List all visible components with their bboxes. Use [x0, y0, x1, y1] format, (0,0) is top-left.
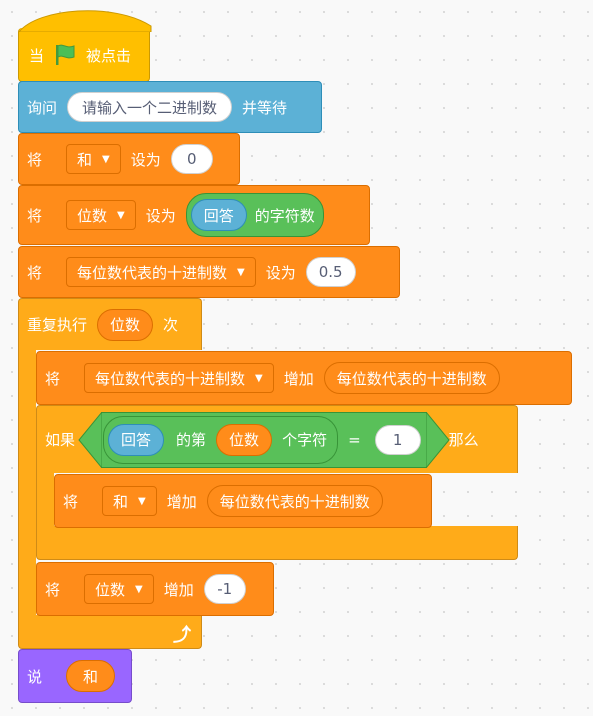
change-digits-label: 将 — [45, 580, 61, 599]
change-digits-block[interactable]: 将 位数 ▼ 增加 -1 — [36, 562, 274, 616]
change-place-label: 将 — [45, 369, 61, 388]
if-footer — [36, 526, 518, 560]
repeat-times-reporter[interactable]: 位数 — [97, 308, 154, 341]
green-flag-icon[interactable] — [54, 43, 76, 67]
place-value-reporter[interactable]: 每位数代表的十进制数 — [206, 485, 383, 517]
change-sum-block[interactable]: 将 和 ▼ 增加 每位数代表的十进制数 — [54, 474, 432, 528]
hex-right-cap — [425, 411, 450, 468]
change-place-value-block[interactable]: 将 每位数代表的十进制数 ▼ 增加 每位数代表的十进制数 — [36, 351, 572, 405]
answer-reporter[interactable]: 回答 — [108, 423, 165, 456]
if-then-block[interactable]: 如果 回答 的第 位数 个字符 = 1 那么 — [36, 405, 518, 473]
set-place-to-label: 设为 — [265, 263, 296, 282]
change-place-variable-dropdown[interactable]: 每位数代表的十进制数 ▼ — [84, 363, 274, 393]
change-place-by-label: 增加 — [283, 369, 314, 388]
set-digits-block[interactable]: 将 位数 ▼ 设为 回答 的字符数 — [18, 185, 370, 245]
equals-sign: = — [348, 430, 361, 449]
then-label: 那么 — [448, 431, 479, 449]
repeat-arm — [18, 349, 36, 616]
digits-variable-name: 位数 — [77, 206, 108, 225]
length-of-label: 的字符数 — [254, 206, 315, 225]
change-sum-variable-name: 和 — [113, 492, 129, 511]
loop-arrow-icon: ⤴ — [173, 625, 191, 646]
ask-label: 询问 — [27, 98, 58, 117]
if-label: 如果 — [45, 431, 76, 449]
sum-variable-name: 和 — [77, 150, 93, 169]
when-flag-clicked-block[interactable]: 当 被点击 — [18, 10, 152, 82]
change-sum-label: 将 — [63, 492, 79, 511]
change-digits-by-label: 增加 — [163, 580, 194, 599]
sum-reporter[interactable]: 和 — [66, 660, 116, 692]
set-digits-to-label: 设为 — [145, 206, 176, 225]
letter-of-label: 的第 — [176, 431, 207, 449]
change-digits-variable-dropdown[interactable]: 位数 ▼ — [84, 574, 154, 604]
say-block[interactable]: 说 和 — [18, 649, 132, 703]
set-place-value-block[interactable]: 将 每位数代表的十进制数 ▼ 设为 0.5 — [18, 246, 400, 298]
ask-suffix-label: 并等待 — [242, 98, 288, 117]
repeat-suffix-label: 次 — [163, 316, 179, 334]
set-sum-value-input[interactable]: 0 — [170, 144, 213, 174]
chevron-down-icon: ▼ — [255, 372, 263, 384]
equals-operator[interactable]: 回答 的第 位数 个字符 = 1 — [78, 411, 450, 468]
letter-char-label: 个字符 — [282, 431, 328, 449]
chevron-down-icon: ▼ — [237, 266, 245, 278]
chevron-down-icon: ▼ — [117, 209, 125, 221]
hex-left-cap — [78, 411, 103, 468]
place-value-reporter[interactable]: 每位数代表的十进制数 — [323, 362, 500, 394]
equals-value-input[interactable]: 1 — [374, 424, 421, 455]
index-reporter[interactable]: 位数 — [216, 423, 273, 456]
hat-cap — [18, 10, 152, 32]
hat-suffix-label: 被点击 — [86, 46, 132, 65]
if-arm — [36, 472, 54, 528]
change-digits-value-input[interactable]: -1 — [203, 574, 246, 604]
set-sum-label: 将 — [27, 150, 43, 169]
ask-question-input[interactable]: 请输入一个二进制数 — [67, 92, 233, 122]
chevron-down-icon: ▼ — [138, 495, 146, 507]
digits-variable-dropdown[interactable]: 位数 ▼ — [66, 200, 136, 230]
repeat-label: 重复执行 — [27, 316, 88, 334]
set-digits-label: 将 — [27, 206, 43, 225]
set-place-label: 将 — [27, 263, 43, 282]
chevron-down-icon: ▼ — [135, 583, 143, 595]
hat-prefix-label: 当 — [29, 46, 45, 65]
set-place-value-input[interactable]: 0.5 — [305, 257, 356, 287]
chevron-down-icon: ▼ — [102, 153, 110, 165]
set-sum-block[interactable]: 将 和 ▼ 设为 0 — [18, 133, 240, 185]
answer-reporter[interactable]: 回答 — [190, 199, 247, 231]
ask-and-wait-block[interactable]: 询问 请输入一个二进制数 并等待 — [18, 81, 322, 133]
change-place-variable-name: 每位数代表的十进制数 — [95, 369, 246, 388]
repeat-block[interactable]: 重复执行 位数 次 — [18, 298, 202, 350]
letter-of-operator[interactable]: 回答 的第 位数 个字符 — [103, 415, 339, 464]
say-label: 说 — [27, 667, 43, 686]
repeat-footer: ⤴ — [18, 615, 202, 649]
length-of-operator[interactable]: 回答 的字符数 — [185, 193, 324, 237]
change-digits-variable-name: 位数 — [95, 580, 126, 599]
change-sum-by-label: 增加 — [166, 492, 197, 511]
place-value-variable-dropdown[interactable]: 每位数代表的十进制数 ▼ — [66, 257, 256, 287]
set-sum-to-label: 设为 — [130, 150, 161, 169]
change-sum-variable-dropdown[interactable]: 和 ▼ — [102, 486, 157, 516]
sum-variable-dropdown[interactable]: 和 ▼ — [66, 144, 121, 174]
place-value-variable-name: 每位数代表的十进制数 — [77, 263, 228, 282]
